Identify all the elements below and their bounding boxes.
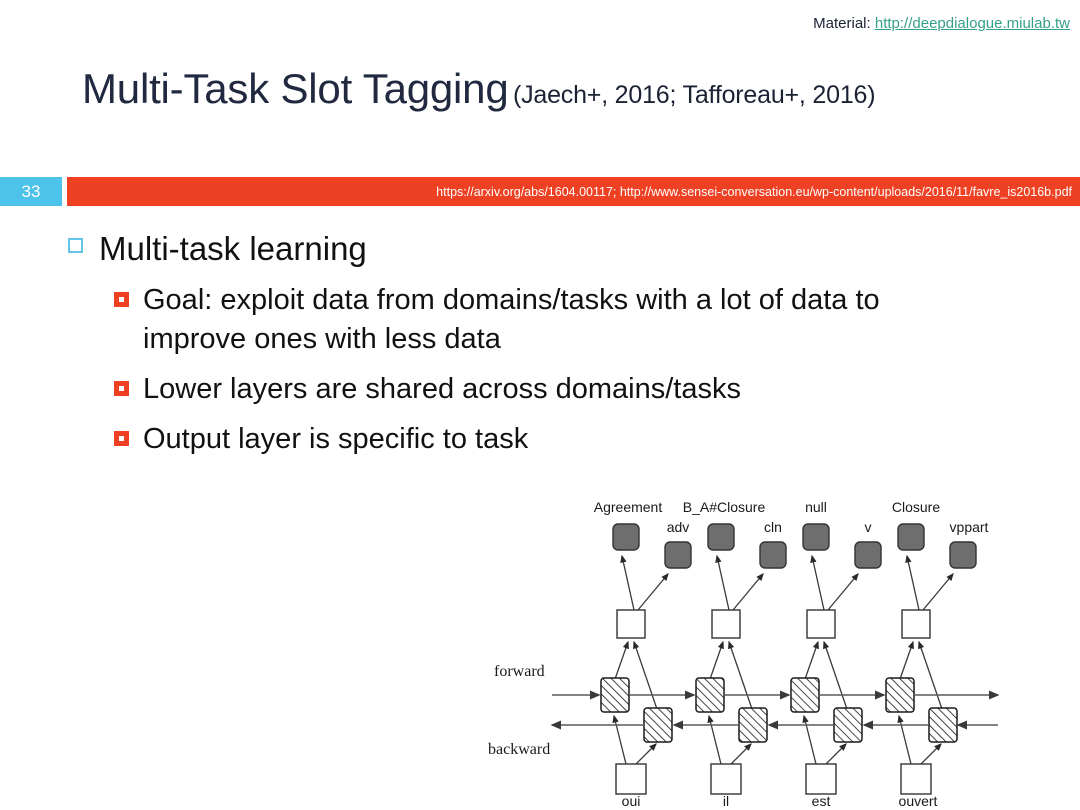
task-a-label-2: B_A#Closure	[683, 499, 766, 515]
backward-lstm-cell-1	[643, 707, 673, 743]
square-filled-bullet-icon	[114, 292, 129, 307]
square-outline-bullet-icon	[68, 238, 83, 253]
input-node-4	[900, 763, 932, 795]
bullet-item-level2: Goal: exploit data from domains/tasks wi…	[114, 281, 1028, 359]
title-citation: (Jaech+, 2016; Tafforeau+, 2016)	[512, 81, 876, 109]
diagram-column-1: Agreement adv oui	[594, 499, 692, 806]
task-b-node-1	[664, 541, 692, 569]
bullet-list: Multi-task learning Goal: exploit data f…	[68, 228, 1028, 470]
backward-row-label: backward	[488, 741, 550, 758]
page-title: Multi-Task Slot Tagging (Jaech+, 2016; T…	[82, 66, 1022, 112]
hidden-output-node-3	[806, 609, 836, 639]
page-number-badge: 33	[0, 177, 62, 206]
material-line: Material: http://deepdialogue.miulab.tw	[813, 14, 1070, 34]
diagram-column-3: null v est	[790, 499, 882, 806]
hidden-output-node-1	[616, 609, 646, 639]
input-word-4: ouvert	[899, 793, 938, 806]
hidden-output-node-2	[711, 609, 741, 639]
backward-lstm-cell-2	[738, 707, 768, 743]
task-a-label-1: Agreement	[594, 499, 663, 515]
square-filled-bullet-icon	[114, 381, 129, 396]
input-node-3	[805, 763, 837, 795]
task-a-label-3: null	[805, 499, 827, 515]
bullet-item-level2: Output layer is specific to task	[114, 420, 1028, 459]
input-node-1	[615, 763, 647, 795]
material-link[interactable]: http://deepdialogue.miulab.tw	[874, 15, 1070, 32]
bullet-level2-label: Goal: exploit data from domains/tasks wi…	[143, 284, 880, 355]
task-b-label-1: adv	[667, 519, 690, 535]
task-a-label-4: Closure	[892, 499, 940, 515]
forward-row-label: forward	[494, 663, 545, 680]
bullet-level2-label: Lower layers are shared across domains/t…	[143, 373, 741, 405]
hidden-output-node-4	[901, 609, 931, 639]
slide-band: 33 https://arxiv.org/abs/1604.00117; htt…	[0, 177, 1080, 206]
forward-lstm-cell-4	[885, 677, 915, 713]
task-a-node-2	[707, 523, 735, 551]
task-a-node-1	[612, 523, 640, 551]
backward-lstm-cell-3	[833, 707, 863, 743]
square-filled-bullet-icon	[114, 431, 129, 446]
diagram-column-4: Closure vppart ouvert	[885, 499, 989, 806]
task-b-label-4: vppart	[950, 519, 989, 535]
material-label: Material:	[813, 15, 871, 32]
bullet-item-level1: Multi-task learning	[68, 228, 1028, 269]
bullet-level2-label: Output layer is specific to task	[143, 423, 529, 455]
task-a-node-4	[897, 523, 925, 551]
forward-lstm-cell-1	[600, 677, 630, 713]
input-node-2	[710, 763, 742, 795]
backward-lstm-cell-4	[928, 707, 958, 743]
input-word-1: oui	[622, 793, 641, 806]
task-b-node-4	[949, 541, 977, 569]
reference-url-band: https://arxiv.org/abs/1604.00117; http:/…	[67, 177, 1080, 206]
bullet-level1-label: Multi-task learning	[99, 230, 367, 267]
forward-lstm-cell-2	[695, 677, 725, 713]
input-word-2: il	[723, 793, 729, 806]
task-b-label-3: v	[865, 519, 872, 535]
input-word-3: est	[812, 793, 831, 806]
multi-task-bilstm-diagram: Agreement adv oui B_A#Closure cln	[486, 486, 1056, 806]
bullet-item-level2: Lower layers are shared across domains/t…	[114, 370, 1028, 409]
title-main-text: Multi-Task Slot Tagging	[82, 65, 509, 112]
task-b-node-2	[759, 541, 787, 569]
diagram-column-2: B_A#Closure cln il	[683, 499, 787, 806]
forward-lstm-cell-3	[790, 677, 820, 713]
task-b-node-3	[854, 541, 882, 569]
task-a-node-3	[802, 523, 830, 551]
task-b-label-2: cln	[764, 519, 782, 535]
